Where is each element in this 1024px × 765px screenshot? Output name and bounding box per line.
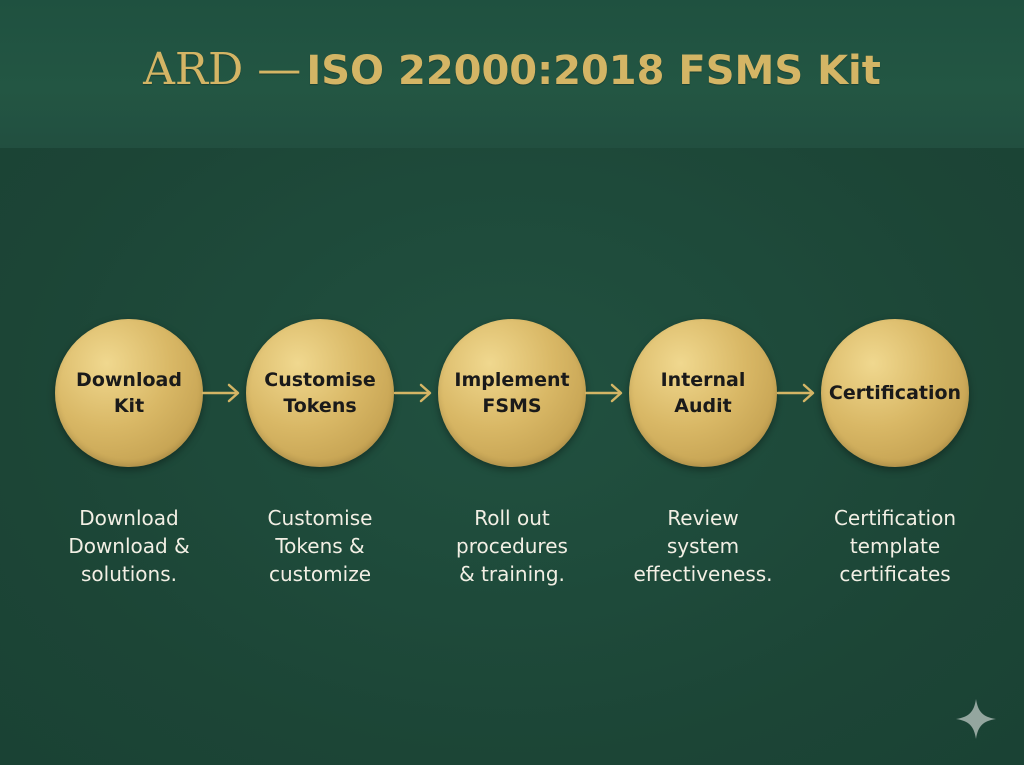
- step-certification: Certification: [821, 319, 969, 467]
- title-main: ISO 22000:2018 FSMS Kit: [306, 48, 881, 94]
- step-description: Download Download & solutions.: [68, 506, 190, 586]
- step-label: Certification: [828, 382, 962, 404]
- step-label: Customise Tokens: [264, 369, 376, 417]
- step-customise-tokens: Customise Tokens: [246, 319, 394, 467]
- step-download-kit: Download Kit: [55, 319, 203, 467]
- step-label: Download Kit: [76, 369, 182, 417]
- step-implement-fsms: Implement FSMS: [438, 319, 586, 467]
- step-internal-audit: Internal Audit: [629, 319, 777, 467]
- page-title: ARD — ISO 22000:2018 FSMS Kit: [0, 44, 1024, 95]
- step-description: Roll out procedures & training.: [456, 506, 568, 586]
- step-label: Internal Audit: [660, 369, 746, 417]
- arrow-right-icon: [201, 383, 240, 403]
- title-prefix: ARD —: [143, 44, 302, 95]
- step-description: Review system effectiveness.: [633, 506, 773, 586]
- step-description: Customise Tokens & customize: [267, 506, 373, 586]
- step-description: Certification template certificates: [833, 506, 957, 586]
- step-label: Implement FSMS: [454, 369, 570, 417]
- arrow-right-icon: [393, 383, 432, 403]
- arrow-right-icon: [776, 383, 815, 403]
- arrow-right-icon: [584, 383, 623, 403]
- header-band: ARD — ISO 22000:2018 FSMS Kit: [0, 0, 1024, 148]
- sparkle-icon: [956, 699, 996, 739]
